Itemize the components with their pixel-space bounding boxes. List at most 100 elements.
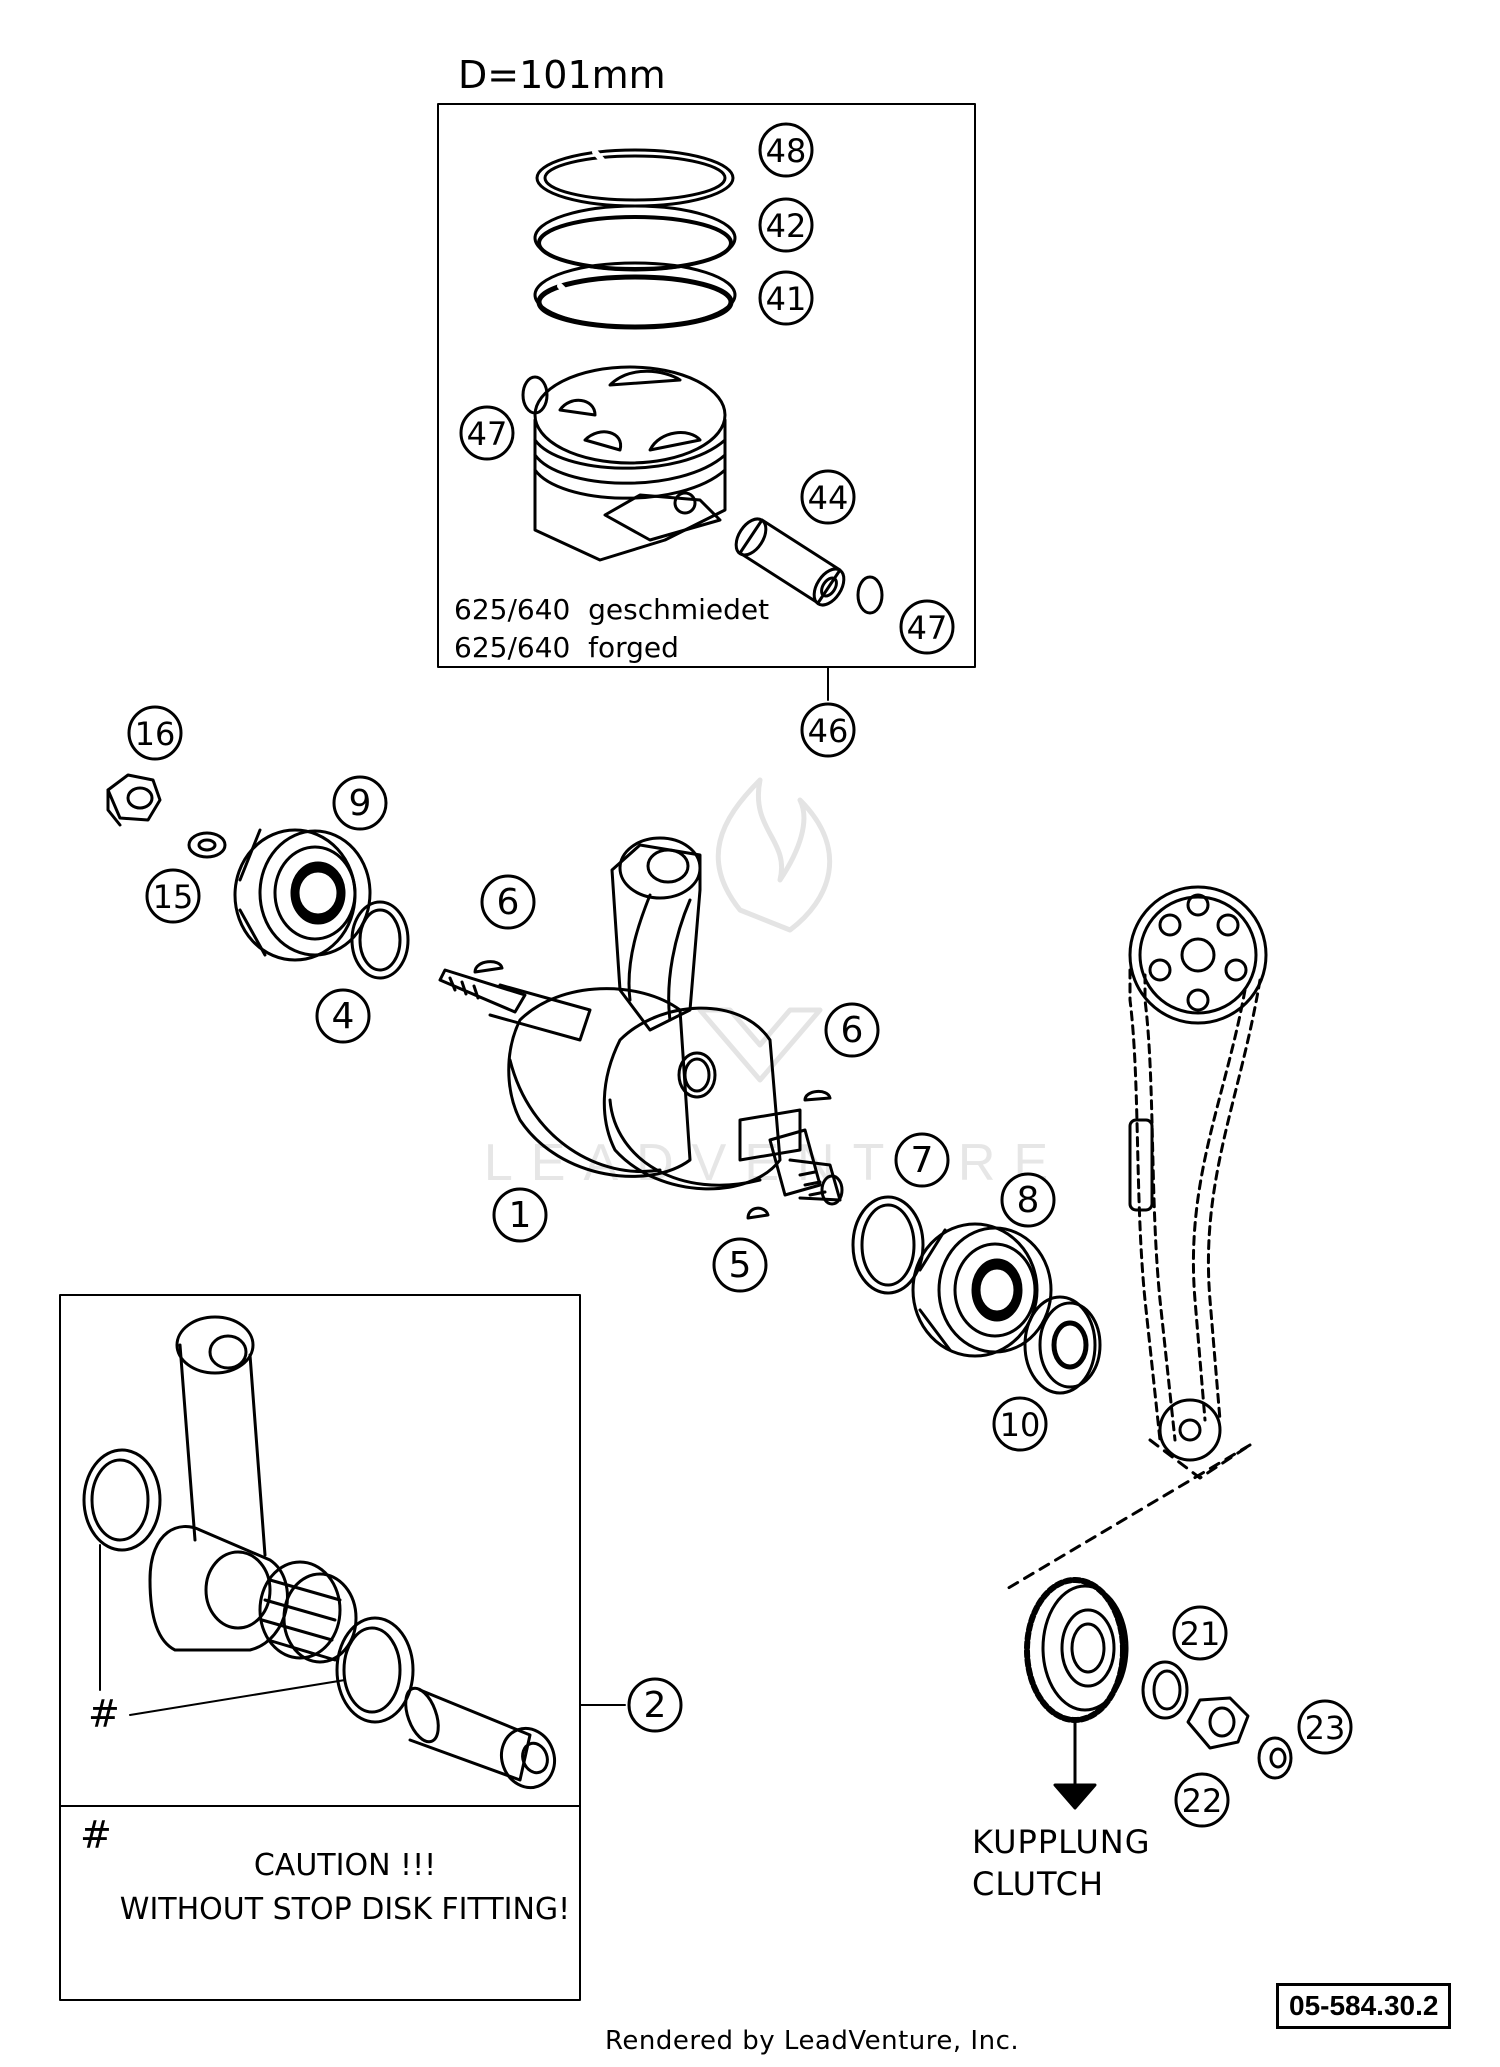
hash-leaders <box>99 1544 346 1716</box>
callout-1[interactable]: 1 <box>492 1187 548 1243</box>
callout-label[interactable]: 1 <box>509 1195 532 1236</box>
washer-23 <box>1257 1736 1293 1780</box>
callout-6a[interactable]: 6 <box>480 874 536 930</box>
shaft-seal-10 <box>1023 1295 1102 1395</box>
callout-circle[interactable] <box>899 599 955 655</box>
callout-6b[interactable]: 6 <box>824 1002 880 1058</box>
callout-label[interactable]: 46 <box>808 712 849 750</box>
clutch-label-en: CLUTCH <box>972 1865 1105 1903</box>
main-bearing-8 <box>911 1222 1053 1358</box>
callout-circle[interactable] <box>894 1132 950 1188</box>
render-credit: Rendered by LeadVenture, Inc. <box>605 2026 1020 2056</box>
callout-circle[interactable] <box>459 405 515 461</box>
callout-47b[interactable]: 47 <box>899 599 955 655</box>
callout-circle[interactable] <box>145 868 201 924</box>
callout-44[interactable]: 44 <box>800 469 856 525</box>
callout-8[interactable]: 8 <box>1000 1172 1056 1228</box>
callout-label[interactable]: 42 <box>766 207 807 245</box>
callout-48[interactable]: 48 <box>758 122 814 178</box>
callout-label[interactable]: 8 <box>1017 1180 1040 1221</box>
callout-16[interactable]: 16 <box>127 705 183 761</box>
callout-21[interactable]: 21 <box>1172 1605 1228 1661</box>
nut-22 <box>1186 1696 1250 1750</box>
callout-22[interactable]: 22 <box>1174 1772 1230 1828</box>
callout-label[interactable]: 47 <box>467 415 508 453</box>
callout-label[interactable]: 6 <box>841 1010 864 1051</box>
callout-label[interactable]: 6 <box>497 882 520 923</box>
callout-label[interactable]: 10 <box>1000 1406 1041 1444</box>
callout-4[interactable]: 4 <box>315 988 371 1044</box>
callout-circle[interactable] <box>627 1677 683 1733</box>
callout-label[interactable]: 7 <box>911 1140 934 1181</box>
callout-label[interactable]: 15 <box>153 878 194 916</box>
hash-marker-diagram: # <box>88 1692 120 1736</box>
callout-circle[interactable] <box>712 1237 768 1293</box>
piston-kit-box <box>437 103 976 668</box>
shim-4 <box>350 900 410 980</box>
callout-label[interactable]: 16 <box>135 715 176 753</box>
callout-circle[interactable] <box>492 1187 548 1243</box>
callout-circle[interactable] <box>992 1396 1048 1452</box>
callout-circle[interactable] <box>758 122 814 178</box>
callout-23[interactable]: 23 <box>1297 1699 1353 1755</box>
crank-pin <box>404 1686 556 1790</box>
callout-label[interactable]: 9 <box>349 783 372 824</box>
callout-label[interactable]: 41 <box>766 280 807 318</box>
callout-label[interactable]: 47 <box>907 609 948 647</box>
callout-46[interactable]: 46 <box>800 702 856 758</box>
piston-note-en: 625/640 forged <box>454 631 679 664</box>
conrod-kit-box <box>59 1294 581 2001</box>
diagram-code: 05-584.30.2 <box>1276 1983 1452 2029</box>
washer-15 <box>187 831 227 859</box>
callout-label[interactable]: 2 <box>644 1685 667 1726</box>
callout-circle[interactable] <box>127 705 183 761</box>
callout-circle[interactable] <box>480 874 536 930</box>
callout-label[interactable]: 5 <box>729 1245 752 1286</box>
clutch-label-de: KUPPLUNG <box>972 1823 1151 1861</box>
piston-ring-41 <box>533 261 737 330</box>
callout-circle[interactable] <box>800 702 856 758</box>
woodruff-key-5 <box>746 1206 770 1220</box>
watermark-logo <box>697 777 833 1083</box>
callout-9[interactable]: 9 <box>332 775 388 831</box>
callout-label[interactable]: 22 <box>1182 1782 1223 1820</box>
piston <box>533 365 727 562</box>
caution-line-1: CAUTION !!! <box>253 1848 437 1883</box>
callout-label[interactable]: 44 <box>808 479 849 517</box>
callout-7[interactable]: 7 <box>894 1132 950 1188</box>
callout-47a[interactable]: 47 <box>459 405 515 461</box>
callout-circle[interactable] <box>332 775 388 831</box>
callout-5[interactable]: 5 <box>712 1237 768 1293</box>
callout-circle[interactable] <box>315 988 371 1044</box>
callout-circle[interactable] <box>1297 1699 1353 1755</box>
callout-label[interactable]: 4 <box>332 996 355 1037</box>
callout-circle[interactable] <box>1172 1605 1228 1661</box>
callout-2[interactable]: 2 <box>627 1677 683 1733</box>
crankshaft <box>438 836 844 1206</box>
conrod-shim-left <box>82 1448 162 1552</box>
callout-circle[interactable] <box>800 469 856 525</box>
timing-chain-assembly <box>1003 885 1268 1592</box>
woodruff-key-6b <box>803 1090 832 1102</box>
callout-circle[interactable] <box>758 270 814 326</box>
callout-15[interactable]: 15 <box>145 868 201 924</box>
callout-41[interactable]: 41 <box>758 270 814 326</box>
shim-7 <box>851 1195 925 1295</box>
callout-circle[interactable] <box>1000 1172 1056 1228</box>
watermark-text: LEADVENTURE <box>484 1134 1066 1192</box>
piston-note-de: 625/640 geschmiedet <box>454 593 770 626</box>
callout-circle[interactable] <box>1174 1772 1230 1828</box>
callout-10[interactable]: 10 <box>992 1396 1048 1452</box>
callout-label[interactable]: 21 <box>1180 1615 1221 1653</box>
callout-label[interactable]: 48 <box>766 132 807 170</box>
callout-42[interactable]: 42 <box>758 197 814 253</box>
callout-circle[interactable] <box>758 197 814 253</box>
callout-label[interactable]: 23 <box>1305 1709 1346 1747</box>
callout-circle[interactable] <box>824 1002 880 1058</box>
piston-ring-42 <box>533 204 737 272</box>
main-bearing-9 <box>233 828 372 962</box>
hash-marker-note: # <box>80 1813 112 1857</box>
caution-line-2: WITHOUT STOP DISK FITTING! <box>119 1892 571 1927</box>
